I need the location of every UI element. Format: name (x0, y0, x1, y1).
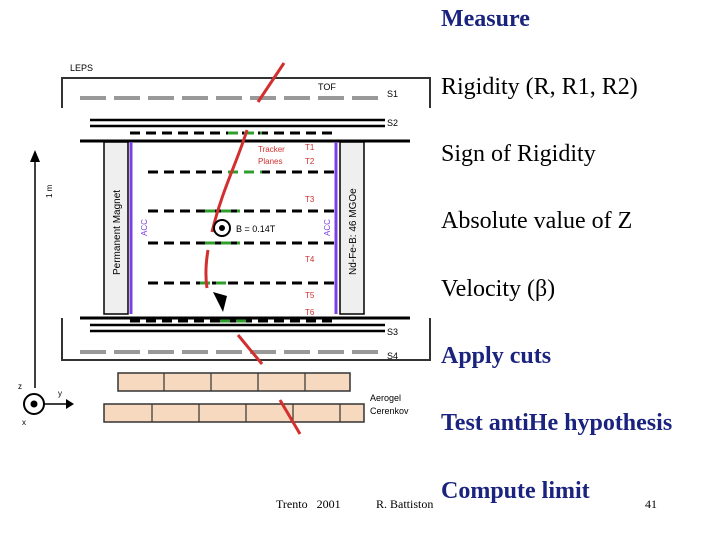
magnet-left-label: Permanent Magnet (112, 190, 123, 275)
experiment-label: LEPS (70, 63, 93, 73)
aerogel-label-1: Aerogel (370, 393, 401, 403)
field-label: B = 0.14T (236, 224, 276, 234)
magnet-right-label: Nd-Fe-B: 46 MGOe (348, 188, 359, 275)
s4-label: S4 (387, 351, 398, 361)
aerogel-label-2: Cerenkov (370, 406, 409, 416)
footer-place-year: Trento 2001 (276, 497, 341, 511)
t5-label: T5 (305, 291, 315, 300)
t6-label: T6 (305, 308, 315, 317)
list-item: Apply cuts (441, 343, 552, 369)
axis-x-label: x (22, 418, 26, 427)
aerogel-cerenkov (103, 372, 365, 423)
list-item: Absolute value of Z (441, 208, 633, 234)
list-item: Sign of Rigidity (441, 141, 596, 167)
list-item: Compute limit (441, 478, 590, 504)
axes-icon (23, 393, 74, 415)
s3-label: S3 (387, 327, 398, 337)
tracker-label-1: Tracker (258, 145, 285, 154)
b-field-symbol (213, 219, 231, 237)
t3-label: T3 (305, 195, 315, 204)
s2-label: S2 (387, 118, 398, 128)
list-item: Measure (441, 6, 530, 32)
footer-author: R. Battiston (376, 497, 434, 511)
axis-y-label: y (58, 389, 62, 398)
acc-right-label: ACC (323, 219, 332, 236)
tracker-planes (130, 131, 335, 323)
magnet-right (339, 141, 365, 315)
particle-track (204, 62, 302, 435)
t1-label: T1 (305, 143, 315, 152)
list-item: Test antiHe hypothesis (441, 410, 673, 436)
scale-label: 1 m (45, 184, 54, 198)
page-number: 41 (645, 497, 657, 511)
track-arrowhead (213, 292, 227, 312)
list-item: Velocity (β) (441, 276, 556, 302)
list-item: Rigidity (R, R1, R2) (441, 74, 638, 100)
t2-label: T2 (305, 157, 315, 166)
magnet-left (103, 141, 129, 315)
detector-frame (61, 77, 431, 361)
acc-left-label: ACC (140, 219, 149, 236)
tracker-label-2: Planes (258, 157, 282, 166)
s1-label: S1 (387, 89, 398, 99)
axis-z-label: z (18, 382, 22, 391)
tof-label: TOF (318, 82, 336, 92)
t4-label: T4 (305, 255, 315, 264)
